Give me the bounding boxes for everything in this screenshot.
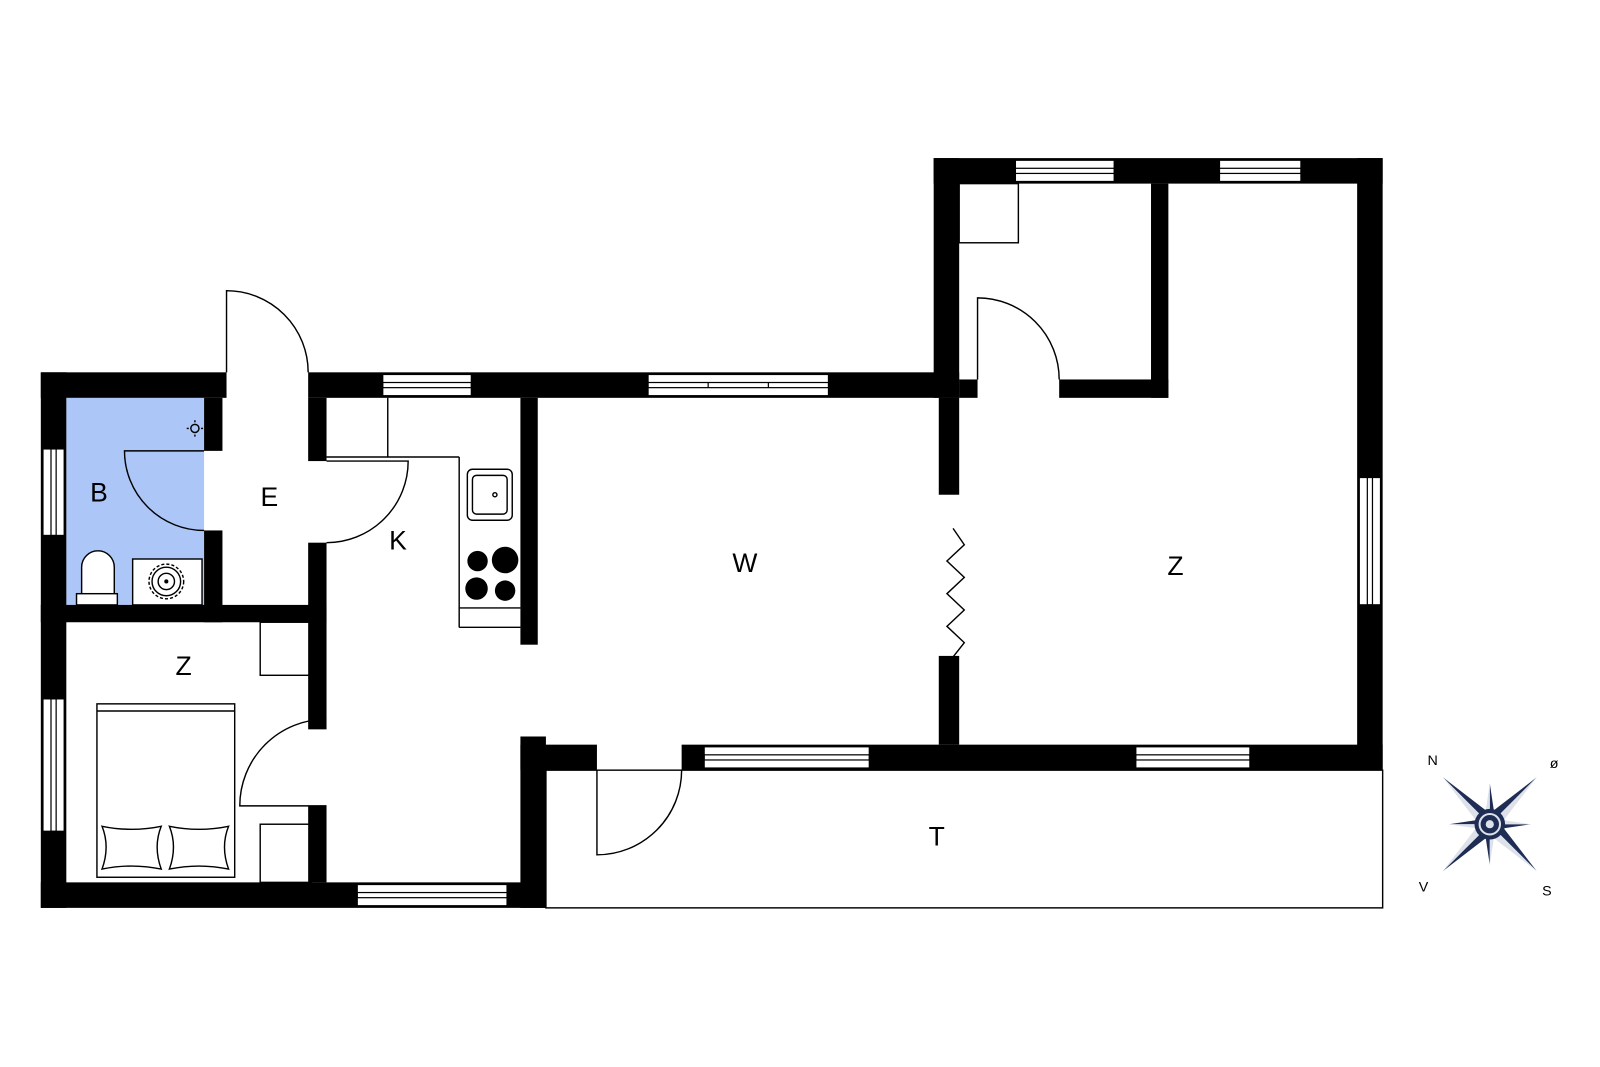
window-frame: [1218, 159, 1302, 183]
wardrobe: [259, 621, 312, 677]
room-labels: B E K W Z Z T: [90, 478, 1183, 852]
sink-drain: [492, 491, 498, 498]
wall: [204, 530, 223, 623]
terrace-door-swing: [596, 770, 683, 856]
window-frame: [42, 698, 65, 833]
kitchen-counter: [326, 397, 521, 629]
toilet: [75, 550, 119, 606]
room-label-entrance: E: [261, 482, 279, 512]
window-frame: [1358, 476, 1382, 606]
terrace-outline: [545, 769, 1384, 909]
wall: [40, 372, 227, 398]
wall: [520, 397, 538, 645]
compass-hub-dot: [1485, 820, 1494, 829]
wall: [520, 736, 546, 908]
doors-layer: [123, 290, 1060, 856]
window-frame: [1135, 745, 1251, 769]
stove-burner: [491, 546, 519, 574]
window-pane: [647, 381, 830, 389]
stove: [465, 546, 519, 601]
window-pane: [1218, 167, 1302, 175]
stove-burner: [494, 580, 516, 601]
wall: [959, 379, 978, 398]
window-frame: [381, 373, 473, 397]
floor-layer: [66, 397, 1384, 909]
compass-label-west: V: [1419, 879, 1429, 895]
stove-burner: [467, 550, 488, 572]
pillow: [168, 825, 230, 871]
folding-door: [945, 527, 966, 658]
bed: [96, 703, 236, 878]
window-frame: [42, 448, 65, 537]
window: [647, 373, 830, 397]
room-label-bathroom: B: [90, 478, 108, 508]
bathroom-door-swing: [123, 450, 205, 532]
window-pane: [382, 381, 473, 389]
room-label-bedroom-right: Z: [1167, 551, 1183, 581]
room-label-terrace: T: [929, 821, 945, 851]
window: [703, 745, 871, 769]
wall: [1059, 379, 1169, 398]
stove-burner: [465, 577, 488, 600]
window-pane: [356, 891, 508, 899]
window-frame: [1014, 159, 1115, 183]
fixtures-layer: [75, 182, 1020, 884]
compass-rose-icon: N ø V S: [1419, 753, 1559, 900]
wall: [938, 397, 960, 495]
kitchen-door-swing: [326, 460, 409, 544]
compass-label-south: S: [1542, 884, 1552, 900]
wall: [938, 655, 960, 745]
wall: [1151, 183, 1169, 398]
wall: [40, 604, 327, 623]
wall: [204, 397, 223, 451]
window-pane: [703, 754, 871, 761]
window: [1358, 476, 1382, 606]
window: [42, 448, 65, 537]
window: [381, 373, 473, 397]
closet-door-swing: [976, 297, 1060, 380]
room-label-living: W: [732, 548, 757, 578]
washbasin: [131, 558, 203, 606]
window-frame: [647, 373, 830, 397]
window-frame: [356, 883, 508, 907]
kitchen-sink: [466, 468, 513, 521]
bedroom-left-door-swing: [239, 718, 327, 807]
wall: [308, 542, 327, 730]
wall: [308, 397, 327, 462]
window-pane: [1135, 754, 1251, 761]
pillow: [100, 825, 163, 871]
windows-layer: [42, 159, 1382, 907]
wall: [933, 158, 960, 398]
window-pane: [1014, 167, 1115, 175]
floor-drain-icon: [186, 420, 204, 437]
compass-label-east: ø: [1550, 756, 1559, 772]
compass-label-north: N: [1427, 753, 1437, 769]
closet-shelf: [958, 182, 1020, 244]
wall: [308, 805, 327, 883]
window: [356, 883, 508, 907]
window-pane: [1366, 476, 1374, 606]
window: [1014, 159, 1115, 183]
window-pane: [50, 448, 57, 537]
wall: [933, 158, 1383, 184]
wardrobe: [259, 823, 312, 884]
entrance-door-swing: [225, 290, 309, 373]
window: [42, 698, 65, 833]
window-frame: [703, 745, 871, 769]
wall: [1357, 158, 1383, 771]
room-label-kitchen: K: [389, 526, 407, 556]
room-label-bedroom-left: Z: [176, 651, 192, 681]
compass-hub-ring: [1478, 813, 1502, 836]
walls-layer: [40, 158, 1383, 908]
window-pane: [50, 698, 57, 832]
window: [1218, 159, 1302, 183]
window: [1135, 745, 1251, 769]
